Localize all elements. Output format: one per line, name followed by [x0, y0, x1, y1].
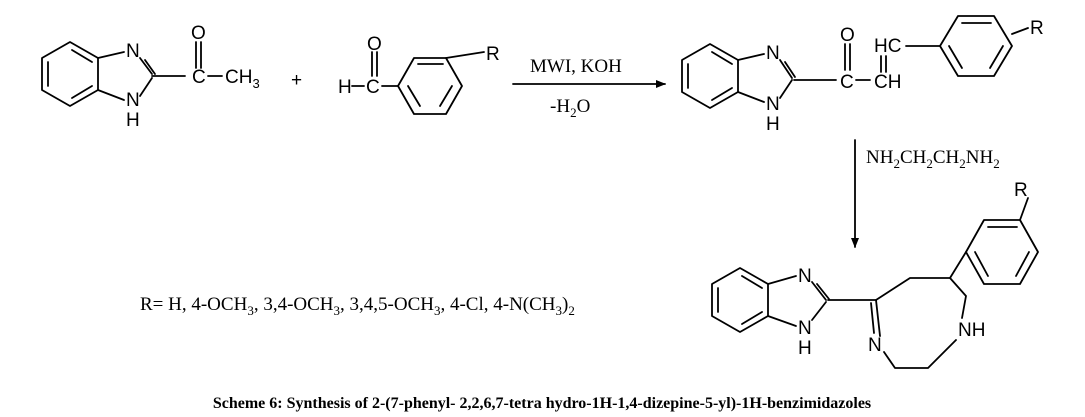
intermediate-nh-n-label: N	[766, 94, 780, 115]
intermediate-ch-label: CH	[874, 72, 901, 93]
product-r-label: R	[1014, 180, 1028, 201]
scheme-caption: Scheme 6: Synthesis of 2-(7-phenyl- 2,2,…	[213, 395, 871, 412]
product-ring-nh-label: NH	[958, 320, 985, 341]
reactant2-r-label: R	[486, 44, 500, 65]
product-n-label: N	[798, 266, 812, 287]
reactant1-nh-n-label: N	[126, 90, 140, 111]
arrow2-reagent-ethylenediamine: NH2CH2CH2NH2	[866, 147, 1000, 171]
reactant2-h-label: H	[338, 77, 352, 98]
product-nh-h-label: H	[798, 338, 812, 359]
reactant1-nh-h-label: H	[126, 110, 140, 131]
product-nh-n-label: N	[798, 318, 812, 339]
reactant-aryl-aldehyde: H C O R	[338, 34, 500, 115]
intermediate-o-label: O	[840, 25, 855, 46]
r-substituent-definition: R= H, 4-OCH3, 3,4-OCH3, 3,4,5-OCH3, 4-Cl…	[140, 294, 575, 318]
intermediate-hc-label: HC	[874, 36, 901, 57]
arrow1-conditions-above: MWI, KOH	[530, 56, 622, 77]
plus-sign: +	[291, 70, 302, 91]
arrow1-conditions-below: -H2O	[550, 96, 590, 120]
reactant-2-acetylbenzimidazole: N N H O C CH3	[41, 23, 260, 131]
intermediate-c-label: C	[840, 72, 854, 93]
reactant1-ch3-label: CH3	[225, 67, 260, 91]
intermediate-benzimidazolyl-chalcone: N N H O C CH HC R	[681, 15, 1044, 135]
reaction-arrow-1: MWI, KOH -H2O	[512, 56, 666, 120]
reaction-arrow-2: NH2CH2CH2NH2	[851, 139, 1000, 248]
reactant2-c-label: C	[366, 77, 380, 98]
product-ring-n-label: N	[868, 335, 882, 356]
product-benzimidazolyl-diazepine: N N H N NH R	[711, 180, 1039, 369]
reactant1-n-label: N	[126, 41, 140, 62]
reactant1-o-label: O	[191, 23, 206, 44]
intermediate-n-label: N	[766, 43, 780, 64]
intermediate-r-label: R	[1030, 18, 1044, 39]
reactant1-c-label: C	[192, 67, 206, 88]
reactant2-o-label: O	[367, 34, 382, 55]
intermediate-nh-h-label: H	[766, 114, 780, 135]
